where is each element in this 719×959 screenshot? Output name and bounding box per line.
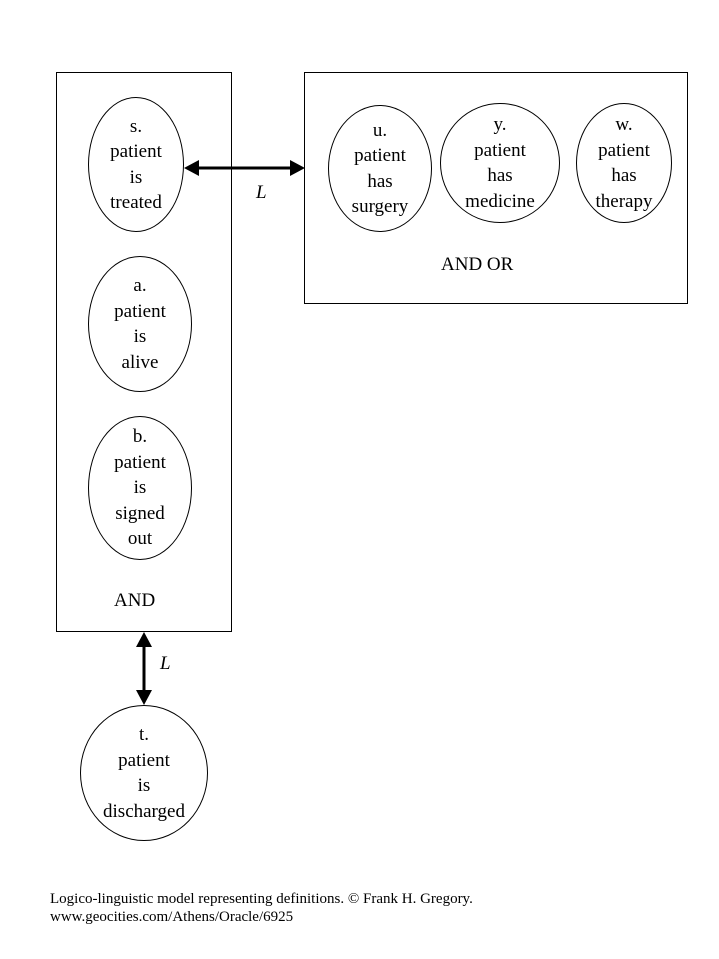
horizontal-link-arrow — [184, 160, 305, 176]
node-line: is — [129, 166, 143, 188]
vertical-link-label: L — [160, 653, 171, 674]
node-line: patient — [118, 749, 170, 771]
node-line: is — [133, 326, 147, 347]
node-line: is — [137, 775, 151, 796]
node-line: has — [367, 170, 393, 192]
node-line: is — [133, 477, 147, 499]
node-line: patient — [474, 139, 526, 161]
node-y-patient-has-medicine: y. patient has medicine — [440, 103, 560, 223]
node-t-patient-is-discharged: t. patient is discharged — [80, 705, 208, 841]
node-line: therapy — [595, 190, 653, 212]
node-line: has — [487, 165, 513, 186]
node-line: patient — [110, 141, 162, 162]
node-line: surgery — [351, 196, 409, 217]
node-line: y. — [493, 114, 507, 135]
node-line: patient — [114, 300, 166, 322]
node-a-patient-is-alive: a. patient is alive — [88, 256, 192, 392]
node-w-patient-has-therapy: w. patient has therapy — [576, 103, 672, 223]
node-line: signed — [115, 502, 165, 524]
node-line: has — [611, 165, 637, 186]
node-line: patient — [598, 139, 650, 161]
node-line: s. — [129, 115, 143, 137]
caption-line-1: Logico-linguistic model representing def… — [50, 891, 473, 907]
node-line: out — [127, 528, 153, 550]
node-line: discharged — [103, 800, 185, 822]
caption: Logico-linguistic model representing def… — [50, 890, 473, 926]
vertical-link-arrow — [136, 632, 152, 705]
node-u-patient-has-surgery: u. patient has surgery — [328, 105, 432, 232]
right-group-operator: AND OR — [441, 254, 514, 275]
node-line: patient — [354, 145, 406, 166]
node-s-patient-is-treated: s. patient is treated — [88, 97, 184, 232]
node-line: b. — [132, 426, 148, 448]
node-line: treated — [110, 192, 162, 213]
node-line: t. — [138, 724, 150, 745]
right-and-or-group-box — [304, 72, 688, 304]
node-line: patient — [114, 451, 166, 473]
node-line: alive — [121, 351, 159, 373]
node-line: w. — [615, 114, 633, 135]
node-b-patient-is-signed-out: b. patient is signed out — [88, 416, 192, 560]
node-line: u. — [372, 119, 388, 141]
left-group-operator: AND — [114, 590, 156, 611]
left-and-group-box — [56, 72, 232, 632]
node-line: a. — [133, 275, 147, 296]
horizontal-link-label: L — [256, 182, 267, 203]
caption-line-2: www.geocities.com/Athens/Oracle/6925 — [50, 909, 294, 925]
node-line: medicine — [465, 190, 535, 212]
